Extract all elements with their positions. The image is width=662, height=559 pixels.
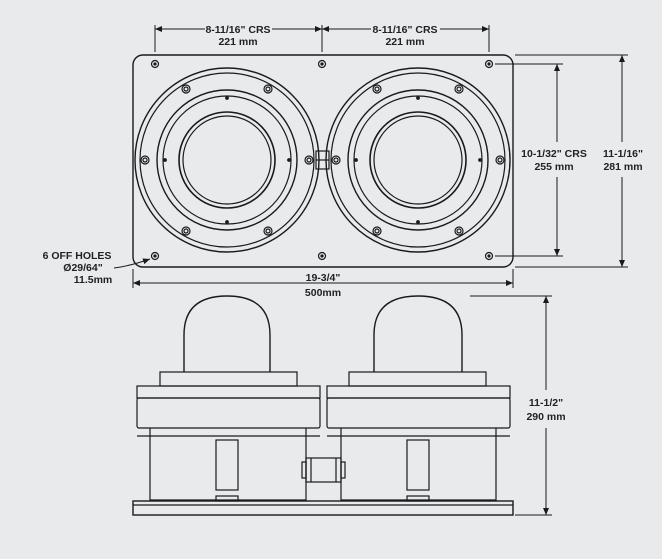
right-beacon-top <box>325 67 511 253</box>
left-beacon-side <box>136 295 321 502</box>
side-height-metric: 290 mm <box>526 411 565 423</box>
width-metric: 500mm <box>305 287 341 299</box>
hole-crs-metric: 255 mm <box>534 161 573 173</box>
holes-leader <box>113 258 151 269</box>
coupling-side <box>301 457 346 483</box>
width-imperial: 19-3/4" <box>306 272 341 284</box>
height-metric: 281 mm <box>603 161 642 173</box>
left-beacon-top <box>134 67 320 253</box>
base-plate <box>132 54 514 268</box>
top-left-imperial: 8-11/16" CRS <box>205 24 270 36</box>
right-dimensions <box>495 54 628 268</box>
hole-crs-imperial: 10-1/32" CRS <box>521 148 587 160</box>
width-dimension <box>132 269 514 288</box>
top-right-imperial: 8-11/16" CRS <box>372 24 437 36</box>
side-height-imperial: 11-1/2" <box>529 397 563 409</box>
holes-note-line2: Ø29/64" <box>63 262 102 274</box>
side-height-dimension <box>470 295 552 516</box>
holes-note-line1: 6 OFF HOLES <box>43 250 112 262</box>
top-right-metric: 221 mm <box>385 36 424 48</box>
height-imperial: 11-1/16" <box>603 148 643 160</box>
base-plate-side <box>132 500 514 516</box>
right-beacon-side <box>326 295 511 502</box>
top-left-metric: 221 mm <box>218 36 257 48</box>
top-dimensions <box>154 25 490 52</box>
side-view <box>132 295 514 516</box>
top-view <box>132 54 514 268</box>
mounting-holes <box>150 59 494 261</box>
holes-note-line3: 11.5mm <box>74 274 113 286</box>
